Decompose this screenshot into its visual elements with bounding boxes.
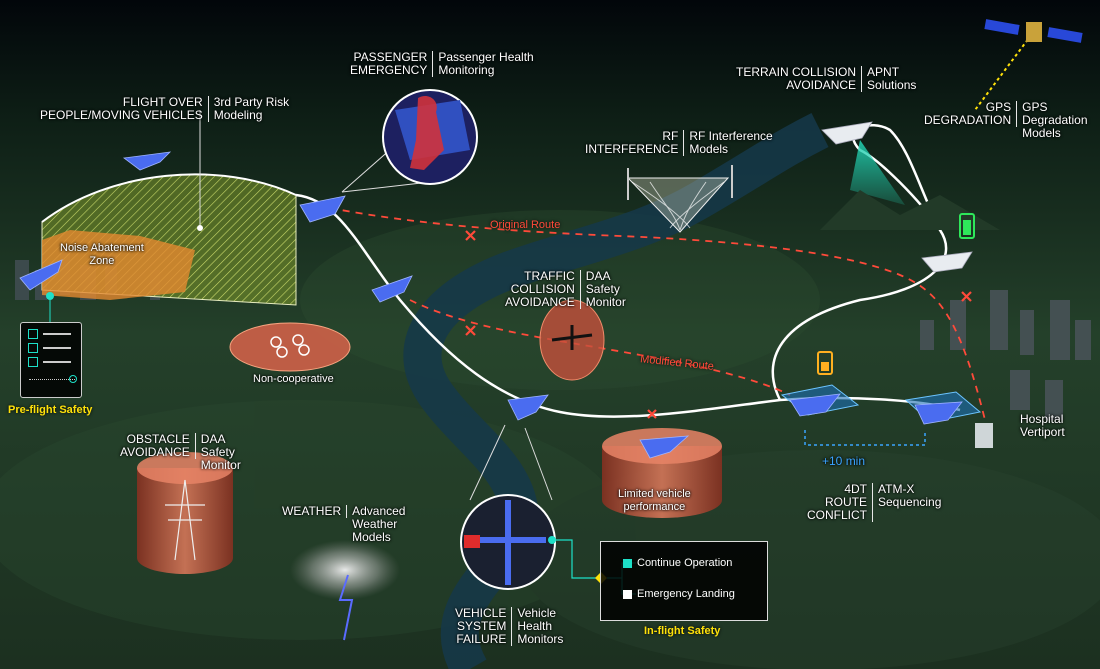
preflight-checklist (20, 322, 82, 398)
limited-vehicle-label: Limited vehicle performance (618, 488, 691, 513)
continue-operation-option: Continue Operation (637, 557, 733, 569)
original-route-label: Original Route (490, 219, 561, 231)
battery-full-icon (959, 213, 975, 239)
obstacle-zone (137, 468, 233, 574)
battery-low-icon (817, 351, 833, 375)
check-icon (28, 343, 38, 353)
original-route-line (329, 207, 986, 421)
check-icon (28, 357, 38, 367)
power-tower-icon (165, 479, 205, 561)
terrain-sensor-beam (850, 140, 905, 205)
rf-cone (626, 177, 730, 233)
hospital-building-icon (975, 423, 993, 448)
rf-towers (627, 165, 733, 200)
conflict-x-marks (465, 230, 972, 419)
noise-zone-area (42, 230, 195, 300)
limited-performance-zone (602, 446, 722, 518)
decision-box: Continue Operation Emergency Landing (600, 541, 768, 621)
landing-marker-icon (623, 590, 632, 599)
aircraft-icons (19, 151, 963, 459)
noise-zone-label: Noise Abatement Zone (60, 242, 144, 267)
non-cooperative-label: Non-cooperative (253, 373, 334, 385)
failed-motor-icon (464, 535, 480, 548)
satellite-icon (984, 19, 1083, 43)
inflight-safety-label: In-flight Safety (644, 625, 721, 637)
helicopter-icon (551, 325, 593, 350)
preflight-safety-label: Pre-flight Safety (8, 404, 93, 416)
city-right (920, 290, 1091, 420)
plus-ten-min-label: +10 min (822, 454, 866, 468)
drone-icon (270, 334, 310, 358)
non-cooperative-zone (229, 322, 351, 372)
aircraft-icons-white (821, 121, 973, 273)
storm-cloud (290, 540, 400, 600)
check-icon (28, 329, 38, 339)
lightning-icon (338, 574, 354, 641)
continue-marker-icon (623, 559, 632, 568)
emergency-landing-option: Emergency Landing (637, 588, 735, 600)
passenger-figure-icon (410, 95, 444, 170)
gps-signal (974, 29, 1036, 111)
hospital-vertiport-label: Hospital Vertiport (1020, 412, 1065, 439)
